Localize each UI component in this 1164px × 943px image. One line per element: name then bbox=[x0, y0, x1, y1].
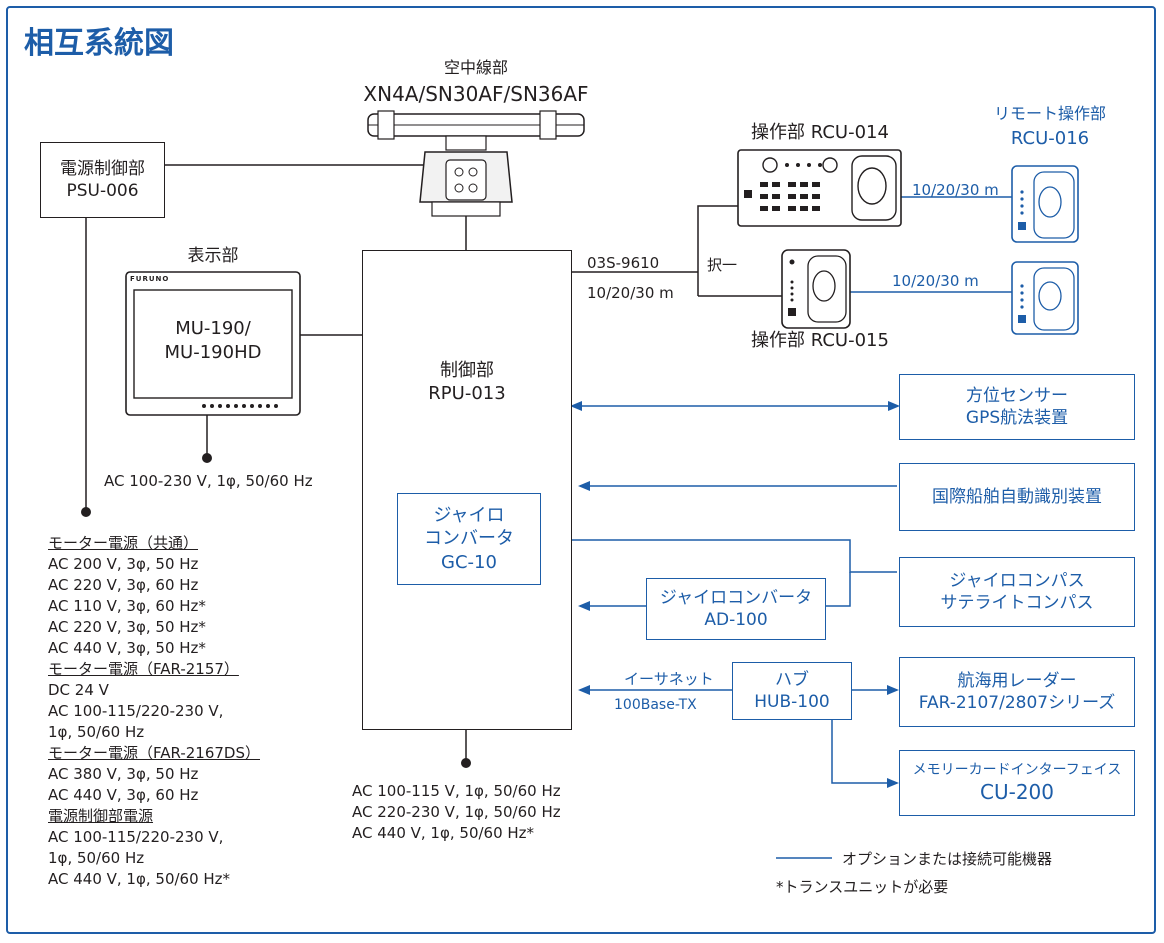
gyro-compass-line2: サテライトコンパス bbox=[940, 593, 1094, 613]
hub-line1: ハブ bbox=[775, 669, 809, 690]
gc10-line3: GC-10 bbox=[441, 551, 497, 573]
heading-sensor-line1: 方位センサー bbox=[966, 385, 1068, 406]
motor-power-heading-common: モーター電源（共通） bbox=[48, 534, 199, 552]
psu-power-heading: 電源制御部電源 bbox=[48, 807, 154, 825]
cu200-box: メモリーカードインターフェイス CU-200 bbox=[899, 750, 1135, 816]
antenna-model: XN4A/SN30AF/SN36AF bbox=[363, 82, 589, 106]
rpu-box: 制御部 RPU-013 bbox=[362, 250, 572, 730]
hub-box: ハブ HUB-100 bbox=[732, 662, 852, 720]
ad100-line1: ジャイロコンバータ bbox=[659, 587, 813, 608]
power-line: 1φ, 50/60 Hz bbox=[48, 849, 145, 867]
monitor-drawing bbox=[125, 271, 301, 416]
power-line: AC 100-115/220-230 V, bbox=[48, 828, 224, 846]
ad100-line2: AD-100 bbox=[704, 610, 768, 630]
ais-box: 国際船舶自動識別装置 bbox=[899, 463, 1135, 531]
psu-box: 電源制御部 PSU-006 bbox=[40, 142, 165, 218]
rcu-016-drawing-2 bbox=[1011, 261, 1079, 335]
hub-line2: HUB-100 bbox=[754, 692, 830, 712]
furuno-logo: FURUNO bbox=[130, 275, 170, 283]
heading-sensor-line2: GPS航法装置 bbox=[965, 408, 1069, 428]
power-line: DC 24 V bbox=[48, 681, 109, 699]
power-line: AC 220 V, 3φ, 60 Hz bbox=[48, 576, 199, 594]
power-line: AC 200 V, 3φ, 50 Hz bbox=[48, 555, 199, 573]
motor-power-list: モーター電源（共通） AC 200 V, 3φ, 50 Hz AC 220 V,… bbox=[48, 533, 260, 890]
display-name: 表示部 bbox=[187, 246, 239, 266]
diagram-frame bbox=[6, 6, 1156, 934]
antenna-name: 空中線部 bbox=[443, 58, 508, 77]
gc10-line1: ジャイロ bbox=[433, 504, 505, 526]
gyro-compass-box: ジャイロコンパス サテライトコンパス bbox=[899, 557, 1135, 627]
rcu-014-label: 操作部 RCU-014 bbox=[751, 122, 889, 143]
rcu-014-drawing bbox=[737, 149, 902, 227]
rpu-name: 制御部 bbox=[440, 360, 494, 381]
ad100-box: ジャイロコンバータ AD-100 bbox=[646, 578, 826, 640]
power-line: 1φ, 50/60 Hz bbox=[48, 723, 145, 741]
rpu-cable-type: 03S-9610 bbox=[587, 254, 660, 272]
radar-line2: FAR-2107/2807シリーズ bbox=[918, 693, 1116, 713]
power-line: AC 220 V, 3φ, 50 Hz* bbox=[48, 618, 206, 636]
ethernet-label: イーサネット bbox=[624, 670, 714, 688]
gc10-box: ジャイロ コンバータ GC-10 bbox=[397, 493, 541, 585]
rcu-016-model: RCU-016 bbox=[1010, 128, 1090, 149]
power-line: AC 380 V, 3φ, 50 Hz bbox=[48, 765, 199, 783]
rpu-power-line: AC 220-230 V, 1φ, 50/60 Hz bbox=[352, 803, 561, 821]
rcu-015-label: 操作部 RCU-015 bbox=[751, 330, 889, 351]
psu-model: PSU-006 bbox=[66, 181, 139, 201]
rcu-015-drawing bbox=[781, 249, 851, 329]
rcu-015-cable: 10/20/30 m bbox=[892, 272, 979, 290]
rcu-016-drawing-1 bbox=[1011, 165, 1079, 243]
legend-trans: *トランスユニットが必要 bbox=[776, 878, 949, 896]
antenna-drawing bbox=[367, 110, 585, 217]
power-line: AC 440 V, 3φ, 50 Hz* bbox=[48, 639, 206, 657]
motor-power-heading-far2167ds: モーター電源（FAR-2167DS） bbox=[48, 744, 260, 762]
100base-label: 100Base-TX bbox=[614, 697, 697, 713]
display-model-1: MU-190/ bbox=[175, 318, 251, 339]
display-power: AC 100-230 V, 1φ, 50/60 Hz bbox=[104, 472, 313, 490]
power-line: AC 110 V, 3φ, 60 Hz* bbox=[48, 597, 206, 615]
rpu-power-line: AC 440 V, 1φ, 50/60 Hz* bbox=[352, 824, 535, 842]
rpu-power-list: AC 100-115 V, 1φ, 50/60 Hz AC 220-230 V,… bbox=[352, 781, 561, 844]
diagram-title: 相互系統図 bbox=[24, 26, 174, 61]
ais-line1: 国際船舶自動識別装置 bbox=[932, 486, 1102, 507]
heading-sensor-box: 方位センサー GPS航法装置 bbox=[899, 374, 1135, 440]
display-model-2: MU-190HD bbox=[164, 342, 262, 363]
motor-power-heading-far2157: モーター電源（FAR-2157） bbox=[48, 660, 239, 678]
cu200-line1: メモリーカードインターフェイス bbox=[912, 761, 1122, 778]
gc10-line2: コンバータ bbox=[424, 528, 514, 550]
cu200-line2: CU-200 bbox=[980, 780, 1054, 805]
rpu-power-line: AC 100-115 V, 1φ, 50/60 Hz bbox=[352, 782, 561, 800]
rpu-cable-length: 10/20/30 m bbox=[587, 284, 674, 302]
radar-line1: 航海用レーダー bbox=[957, 670, 1077, 691]
rcu-016-name: リモート操作部 bbox=[993, 104, 1106, 123]
radar-box: 航海用レーダー FAR-2107/2807シリーズ bbox=[899, 657, 1135, 727]
rpu-model: RPU-013 bbox=[428, 383, 506, 405]
power-line: AC 100-115/220-230 V, bbox=[48, 702, 224, 720]
legend-option: オプションまたは接続可能機器 bbox=[842, 850, 1053, 868]
power-line: AC 440 V, 1φ, 50/60 Hz* bbox=[48, 870, 231, 888]
gyro-compass-line1: ジャイロコンパス bbox=[949, 570, 1085, 591]
psu-name: 電源制御部 bbox=[60, 158, 145, 179]
power-line: AC 440 V, 3φ, 60 Hz bbox=[48, 786, 199, 804]
select-one-label: 択一 bbox=[707, 256, 738, 274]
rcu-014-cable: 10/20/30 m bbox=[912, 181, 999, 199]
